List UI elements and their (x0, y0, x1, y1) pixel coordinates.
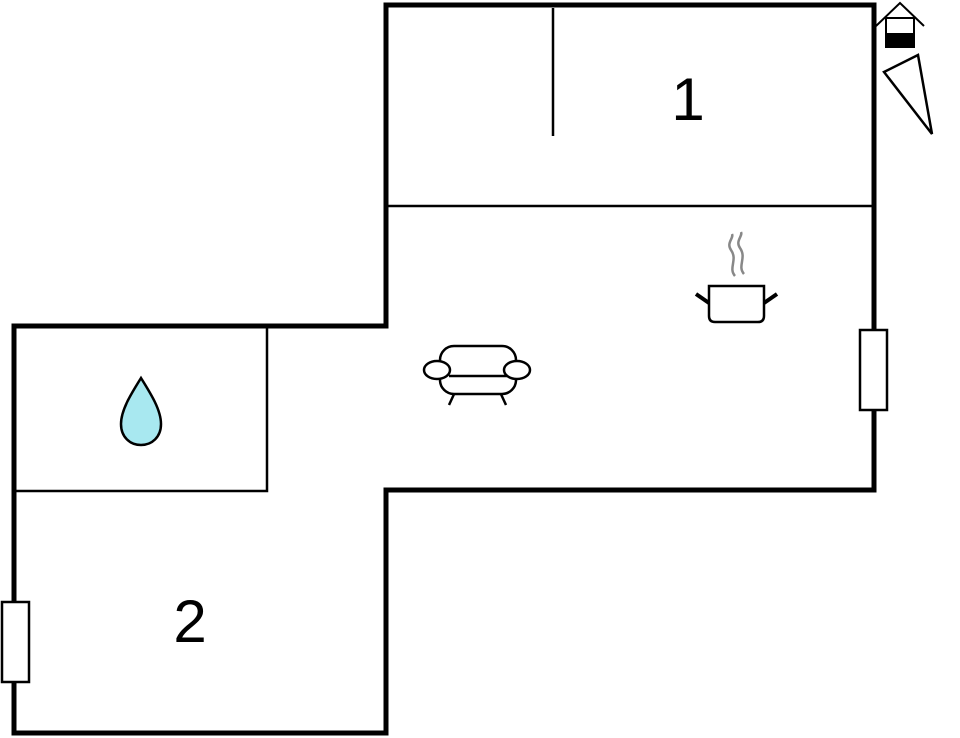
sofa-icon (422, 344, 532, 406)
water-drop-icon (119, 375, 163, 447)
cooking-pot-icon (694, 231, 779, 324)
window-west (0, 600, 31, 684)
outer-wall (11, 2, 877, 736)
room-label-1: 1 (671, 66, 704, 133)
north-arrow-icon (882, 53, 934, 135)
partition-bathroom (16, 328, 269, 493)
room-label-2: 2 (173, 588, 206, 655)
window-east (858, 328, 889, 412)
house-entrance-icon (875, 1, 925, 48)
